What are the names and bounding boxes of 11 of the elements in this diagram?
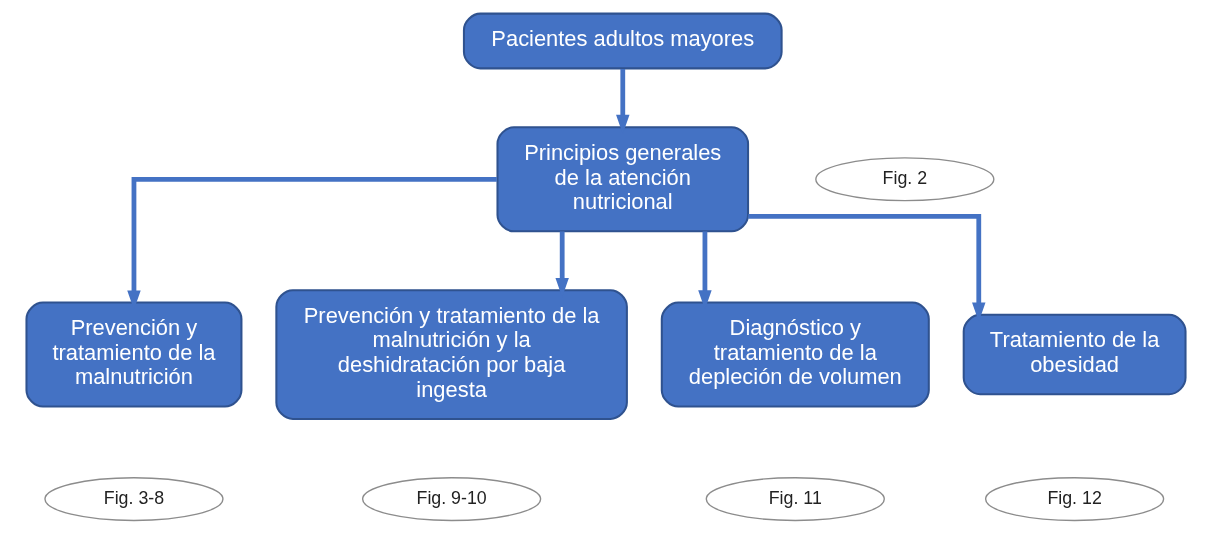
node-ellipse: Fig. 2 [814, 157, 994, 202]
node-ellipse: Fig. 9-10 [361, 477, 541, 522]
node-ellipse: Fig. 11 [705, 477, 885, 522]
node-box: Pacientes adultos mayores [462, 12, 783, 70]
node-box: Prevención y tratamiento de la malnutrición y la deshidratación por baja ingesta [274, 289, 628, 420]
node-box: Principios generales de la atención nutricional [495, 126, 749, 233]
node-ellipse: Fig. 12 [984, 477, 1164, 522]
node-ellipse: Fig. 3-8 [43, 477, 224, 522]
node-box: Diagnóstico y tratamiento de la depleción de volumen [660, 301, 930, 408]
node-box: Prevención y tratamiento de la malnutrición [24, 301, 242, 408]
node-box: Tratamiento de la obesidad [962, 313, 1187, 396]
